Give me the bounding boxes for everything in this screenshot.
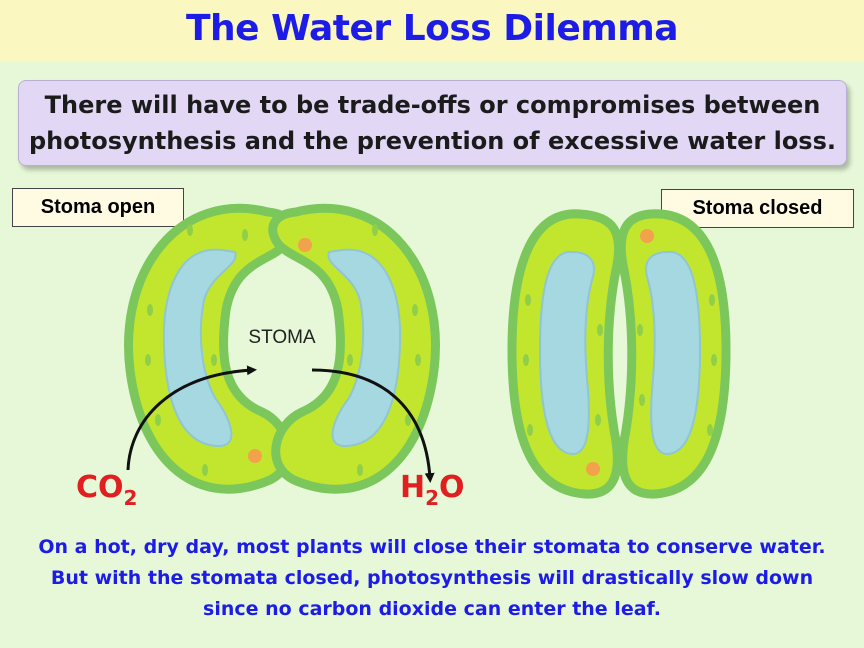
closed-right-guard-cell (616, 209, 731, 499)
stoma-label: STOMA (248, 327, 316, 348)
h2o-base: H (400, 470, 426, 505)
closed-chloroplasts (523, 294, 717, 436)
open-right-guard-cell (268, 203, 440, 494)
title-band (0, 0, 864, 62)
co2-formula: CO2 (76, 470, 137, 510)
h2o-tail: O (439, 470, 465, 505)
callout-line-1: There will have to be trade-offs or comp… (44, 91, 821, 119)
explanation-text: On a hot, dry day, most plants will clos… (0, 532, 864, 625)
page-title: The Water Loss Dilemma (185, 8, 679, 49)
h2o-subscript: 2 (425, 486, 440, 510)
h2o-exit-arrow (311, 368, 435, 483)
open-chloroplasts (145, 224, 421, 476)
stoma-open-label: Stoma open (12, 188, 184, 227)
closed-left-guard-cell (507, 209, 624, 499)
trade-off-callout: There will have to be trade-offs or comp… (18, 80, 847, 166)
explanation-line-2: But with the stomata closed, photosynthe… (50, 567, 814, 589)
h2o-formula: H2O (400, 470, 465, 510)
co2-subscript: 2 (123, 486, 138, 510)
stoma-closed-label: Stoma closed (661, 189, 854, 228)
callout-line-2: photosynthesis and the prevention of exc… (29, 127, 836, 155)
explanation-line-1: On a hot, dry day, most plants will clos… (38, 536, 826, 558)
co2-entry-arrow (126, 365, 257, 471)
co2-base: CO (76, 470, 124, 505)
explanation-line-3: since no carbon dioxide can enter the le… (203, 598, 661, 620)
